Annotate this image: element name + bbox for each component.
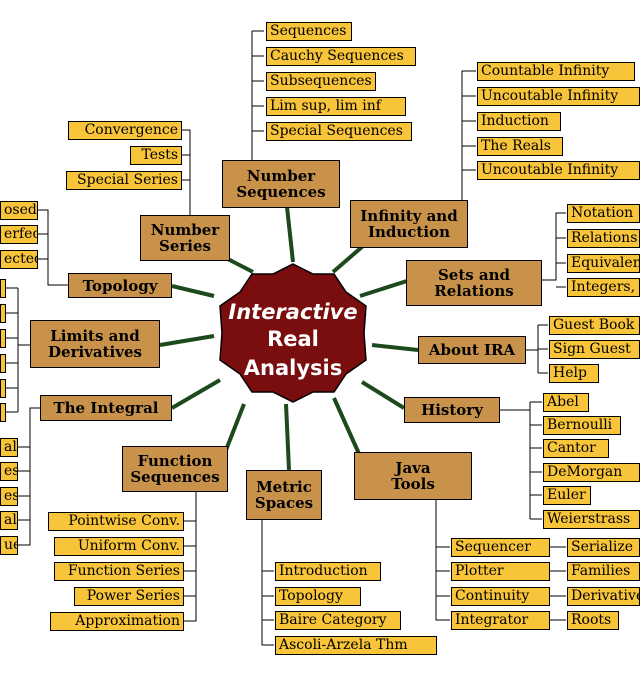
leaf-limits-5[interactable] — [0, 379, 6, 398]
hub-title-line-2: Real — [267, 327, 319, 351]
leaf-integral-4[interactable]: al — [0, 511, 18, 530]
leaf-limits-1[interactable] — [0, 279, 6, 298]
leaf-uncountable-infinity-2[interactable]: Uncoutable Infinity — [477, 161, 640, 180]
leaf-demorgan[interactable]: DeMorgan — [543, 463, 640, 482]
leaf-uniform-conv[interactable]: Uniform Conv. — [54, 537, 184, 556]
topic-metric-spaces[interactable]: Metric Spaces — [246, 470, 322, 520]
leaf-limits-4[interactable] — [0, 354, 6, 373]
leaf-subsequences[interactable]: Subsequences — [266, 72, 376, 91]
leaf-serialize[interactable]: Serialize — [567, 538, 640, 557]
hub-title-line-1: Interactive — [228, 300, 358, 324]
topic-sets-relations[interactable]: Sets and Relations — [406, 260, 542, 306]
leaf-integrator[interactable]: Integrator — [451, 611, 550, 630]
leaf-limits-3[interactable] — [0, 329, 6, 348]
leaf-introduction[interactable]: Introduction — [275, 562, 381, 581]
topic-the-integral[interactable]: The Integral — [40, 395, 172, 421]
leaf-guest-book[interactable]: Guest Book — [549, 316, 640, 335]
leaf-continuity[interactable]: Continuity — [451, 587, 550, 606]
leaf-integral-2[interactable]: es — [0, 462, 18, 481]
leaf-tests[interactable]: Tests — [130, 146, 182, 165]
leaf-function-series[interactable]: Function Series — [54, 562, 184, 581]
topic-number-sequences[interactable]: Number Sequences — [222, 160, 340, 208]
leaf-integral-1[interactable]: al — [0, 438, 18, 457]
leaf-bernoulli[interactable]: Bernoulli — [543, 416, 621, 435]
leaf-closed[interactable]: osed — [0, 201, 38, 220]
leaf-metric-topology[interactable]: Topology — [275, 587, 361, 606]
leaf-help[interactable]: Help — [549, 364, 599, 383]
leaf-pointwise-conv[interactable]: Pointwise Conv. — [48, 512, 184, 531]
leaf-special-series[interactable]: Special Series — [66, 171, 182, 190]
leaf-weierstrass[interactable]: Weierstrass — [543, 510, 640, 529]
leaf-relations[interactable]: Relations — [567, 229, 640, 248]
leaf-sign-guest-book[interactable]: Sign Guest — [549, 340, 640, 359]
leaf-plotter[interactable]: Plotter — [451, 562, 550, 581]
leaf-notation[interactable]: Notation — [567, 204, 640, 223]
leaf-ascoli-arzela-thm[interactable]: Ascoli-Arzela Thm — [275, 636, 437, 655]
leaf-countable-infinity[interactable]: Countable Infinity — [477, 62, 635, 81]
hub-octagon-shape — [219, 263, 367, 403]
topic-limits-derivatives[interactable]: Limits and Derivatives — [30, 320, 160, 368]
leaf-equivalence[interactable]: Equivalence — [567, 254, 640, 273]
leaf-induction[interactable]: Induction — [477, 112, 561, 131]
leaf-limits-6[interactable] — [0, 403, 6, 422]
hub-interactive-real-analysis[interactable]: Interactive Real Analysis — [214, 262, 372, 404]
topic-number-series[interactable]: Number Series — [140, 215, 230, 261]
leaf-integers[interactable]: Integers, — [567, 278, 640, 297]
leaf-the-reals[interactable]: The Reals — [477, 137, 563, 156]
leaf-integral-5[interactable]: ue — [0, 536, 18, 555]
topic-infinity-induction[interactable]: Infinity and Induction — [350, 200, 468, 248]
leaf-convergence[interactable]: Convergence — [68, 121, 182, 140]
leaf-sequences[interactable]: Sequences — [266, 22, 352, 41]
topic-java-tools[interactable]: Java Tools — [354, 452, 472, 500]
leaf-cantor[interactable]: Cantor — [543, 439, 609, 458]
leaf-roots[interactable]: Roots — [567, 611, 619, 630]
leaf-families[interactable]: Families — [567, 562, 640, 581]
leaf-sequencer[interactable]: Sequencer — [451, 538, 550, 557]
leaf-integral-3[interactable]: es — [0, 487, 18, 506]
leaf-uncountable-infinity-1[interactable]: Uncoutable Infinity — [477, 87, 640, 106]
leaf-special-sequences[interactable]: Special Sequences — [266, 122, 412, 141]
topic-function-sequences[interactable]: Function Sequences — [122, 446, 228, 492]
leaf-baire-category[interactable]: Baire Category — [275, 611, 401, 630]
leaf-abel[interactable]: Abel — [543, 393, 589, 412]
leaf-derivatives[interactable]: Derivatives — [567, 587, 640, 606]
leaf-lim-sup-lim-inf[interactable]: Lim sup, lim inf — [266, 97, 406, 116]
leaf-approximation[interactable]: Approximation — [50, 612, 184, 631]
leaf-power-series[interactable]: Power Series — [74, 587, 184, 606]
hub-title-line-3: Analysis — [243, 356, 343, 380]
leaf-limits-2[interactable] — [0, 304, 6, 323]
leaf-cauchy-sequences[interactable]: Cauchy Sequences — [266, 47, 416, 66]
topic-history[interactable]: History — [404, 397, 500, 423]
topic-topology[interactable]: Topology — [68, 273, 172, 298]
leaf-connected[interactable]: ected — [0, 250, 38, 269]
topic-about-ira[interactable]: About IRA — [418, 336, 526, 364]
leaf-perfect[interactable]: erfect — [0, 225, 38, 244]
leaf-euler[interactable]: Euler — [543, 486, 591, 505]
